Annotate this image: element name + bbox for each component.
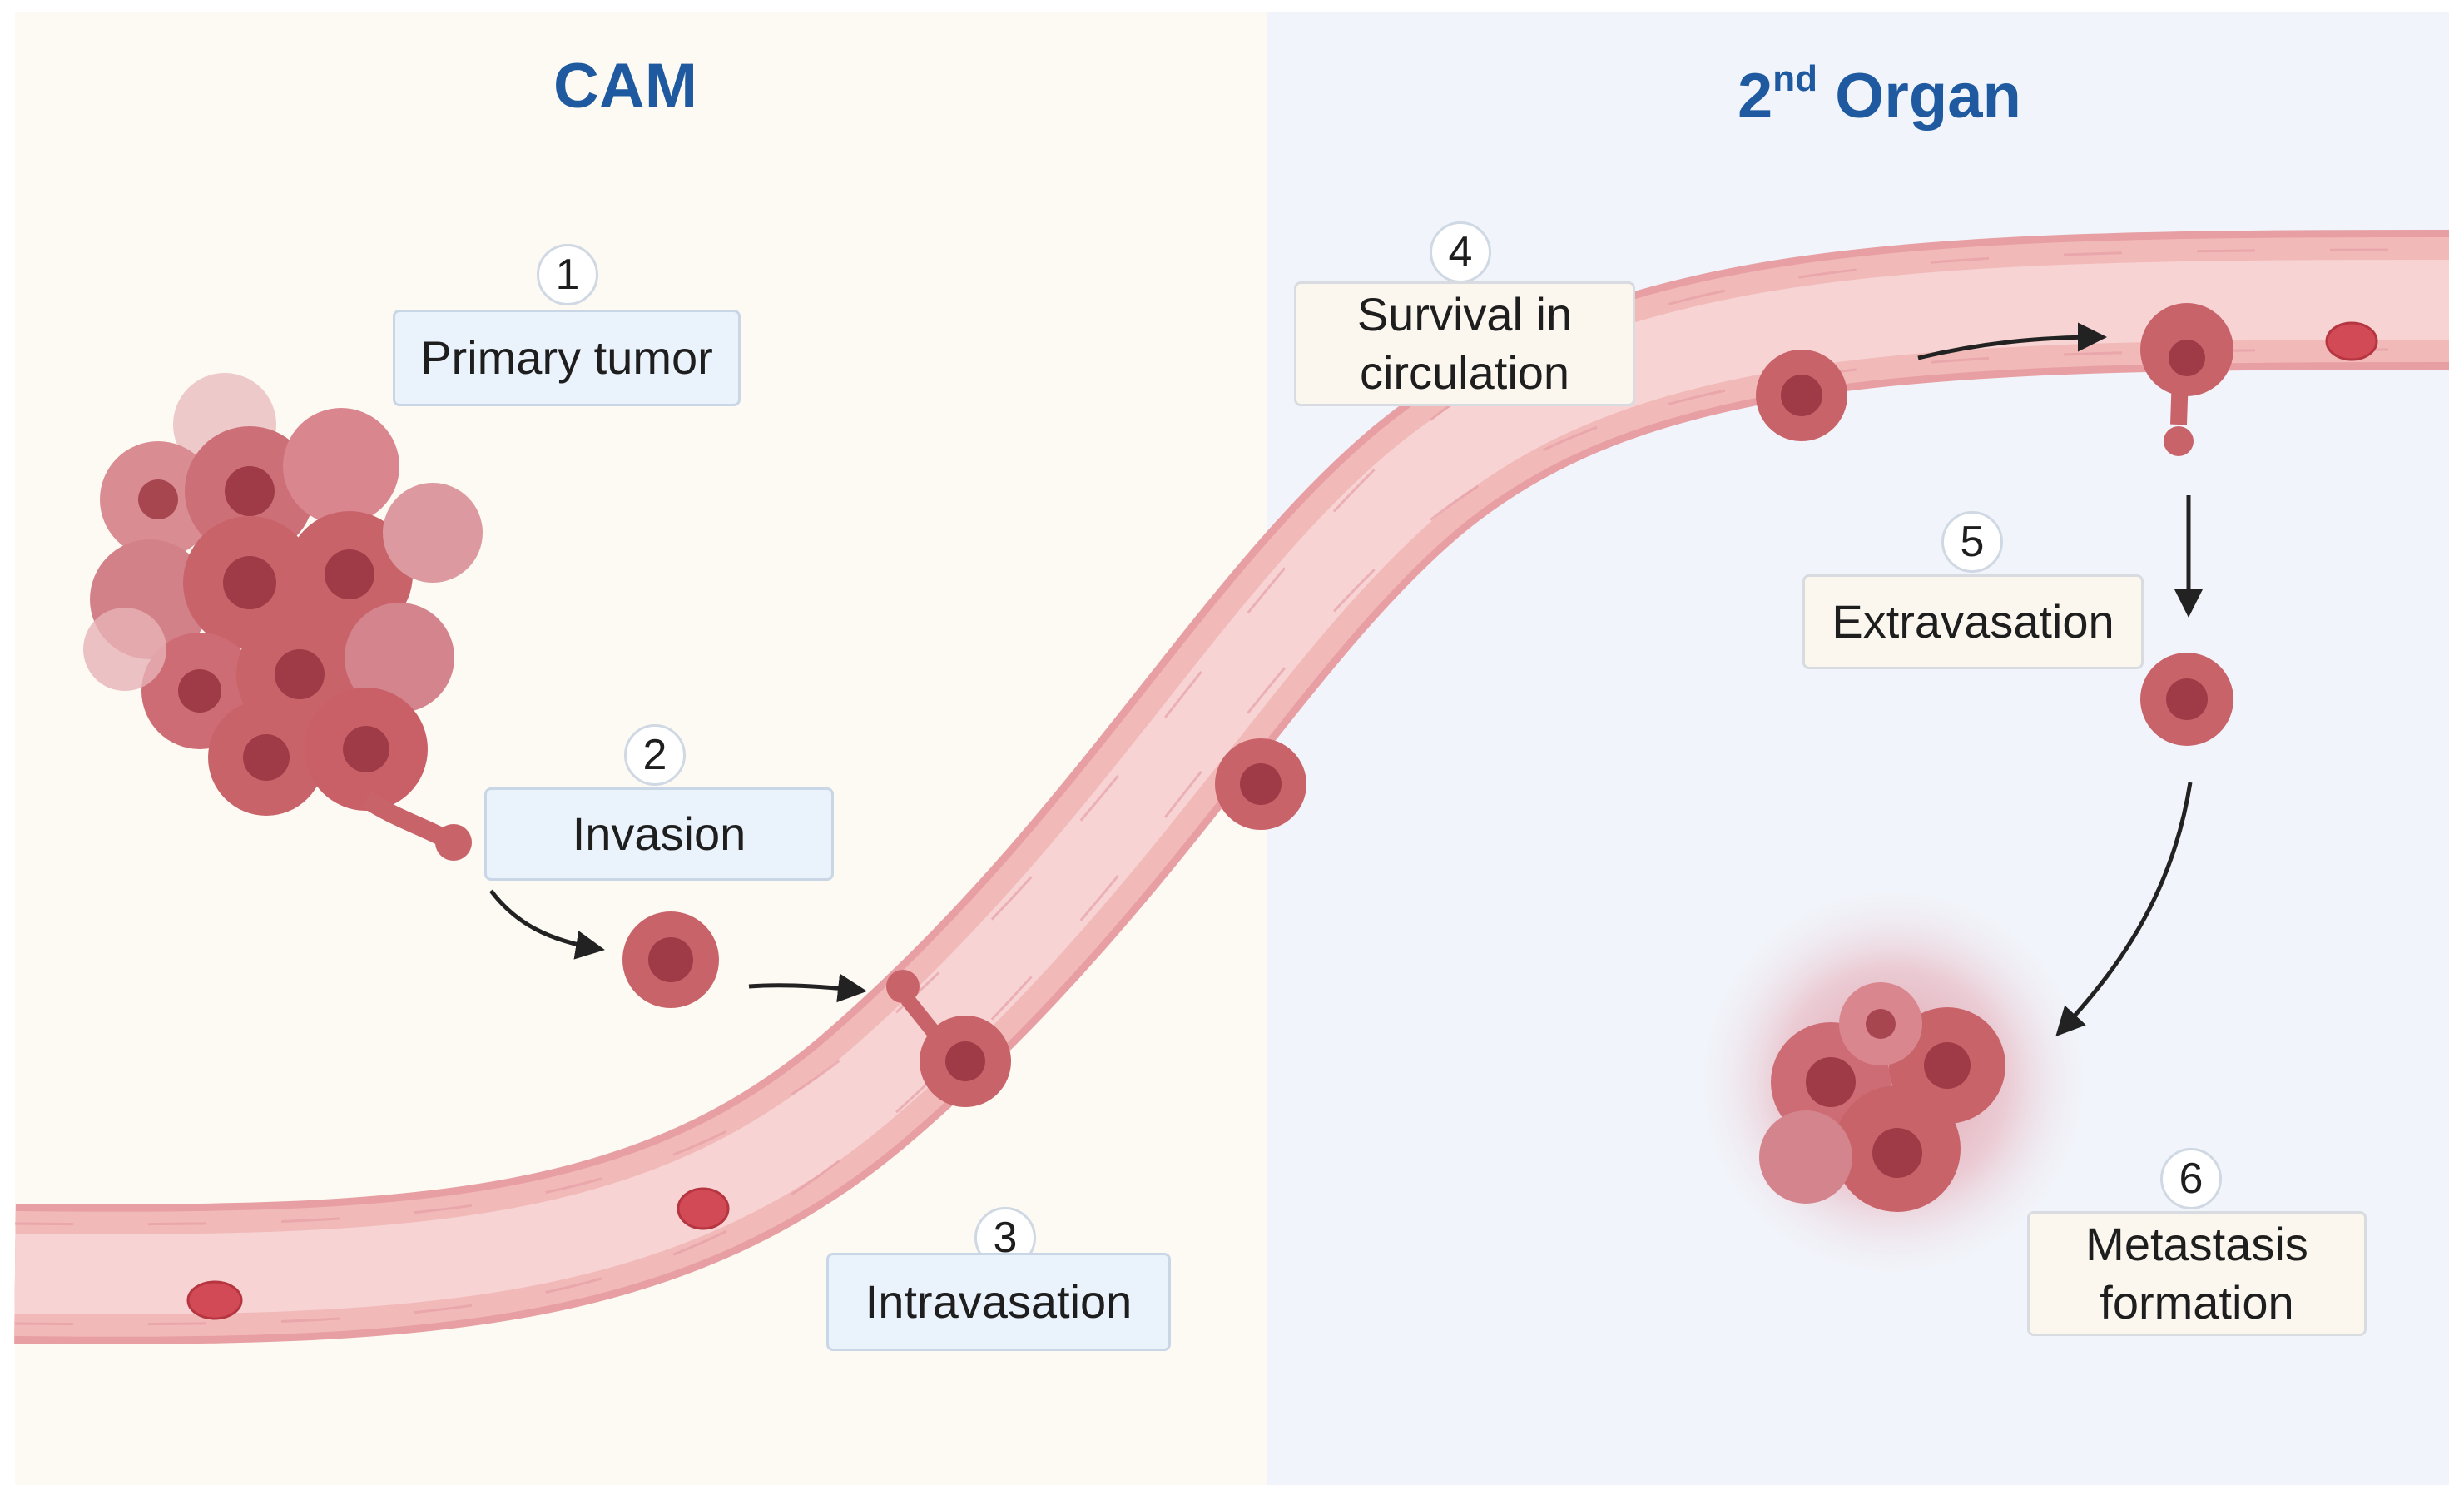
step-5-label: Extravasation	[1802, 574, 2144, 669]
second-organ-number: 2	[1738, 61, 1773, 132]
step-1-badge: 1	[537, 244, 598, 305]
tumor-cell-icon	[2140, 303, 2233, 456]
tumor-cell-icon	[2140, 653, 2233, 746]
step-5-badge: 5	[1941, 511, 2003, 573]
second-organ-ordinal: nd	[1772, 57, 1818, 99]
step-4-badge: 4	[1430, 221, 1491, 283]
second-organ-word: Organ	[1835, 61, 2021, 132]
step-6-label: Metastasis formation	[2027, 1211, 2367, 1336]
metastasis-cluster-icon	[1685, 874, 2101, 1290]
tumor-cell-icon	[1215, 738, 1306, 830]
step-4-label: Survival in circulation	[1294, 281, 1635, 406]
step-2-label: Invasion	[484, 787, 834, 881]
blood-vessel-icon	[14, 230, 2450, 1344]
cam-title: CAM	[553, 51, 698, 122]
tumor-cluster-icon	[83, 373, 483, 861]
step-3-label: Intravasation	[826, 1253, 1171, 1351]
tumor-cell-icon	[886, 970, 1011, 1107]
step-1-label: Primary tumor	[393, 310, 741, 406]
tumor-cell-icon	[622, 911, 719, 1008]
step-6-badge: 6	[2160, 1148, 2222, 1209]
red-blood-cell-icon	[186, 321, 2378, 1320]
tumor-cell-icon	[1756, 350, 1847, 441]
step-2-badge: 2	[624, 724, 686, 786]
second-organ-title: 2nd Organ	[1738, 57, 2021, 132]
arrow-icon	[489, 322, 2204, 1037]
